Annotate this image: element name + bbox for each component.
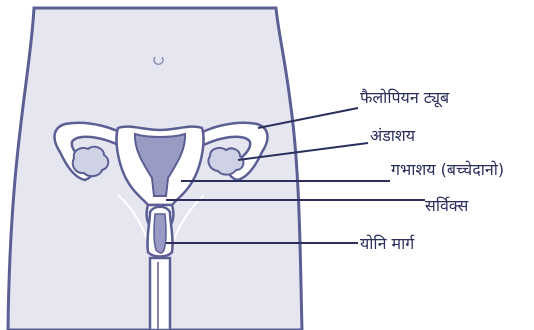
vaginal-opening bbox=[150, 258, 170, 330]
vagina-inner bbox=[154, 214, 166, 253]
label-cervix: सर्विक्स bbox=[425, 196, 468, 216]
label-fallopian-tube: फैलोपियन ट्यूब bbox=[360, 88, 449, 108]
label-ovary: अंडाशय bbox=[370, 126, 415, 146]
label-uterus: गभाशय (बच्चेदानो) bbox=[391, 160, 504, 180]
ovary-right bbox=[208, 148, 243, 175]
label-vagina: योनि मार्ग bbox=[360, 234, 414, 254]
